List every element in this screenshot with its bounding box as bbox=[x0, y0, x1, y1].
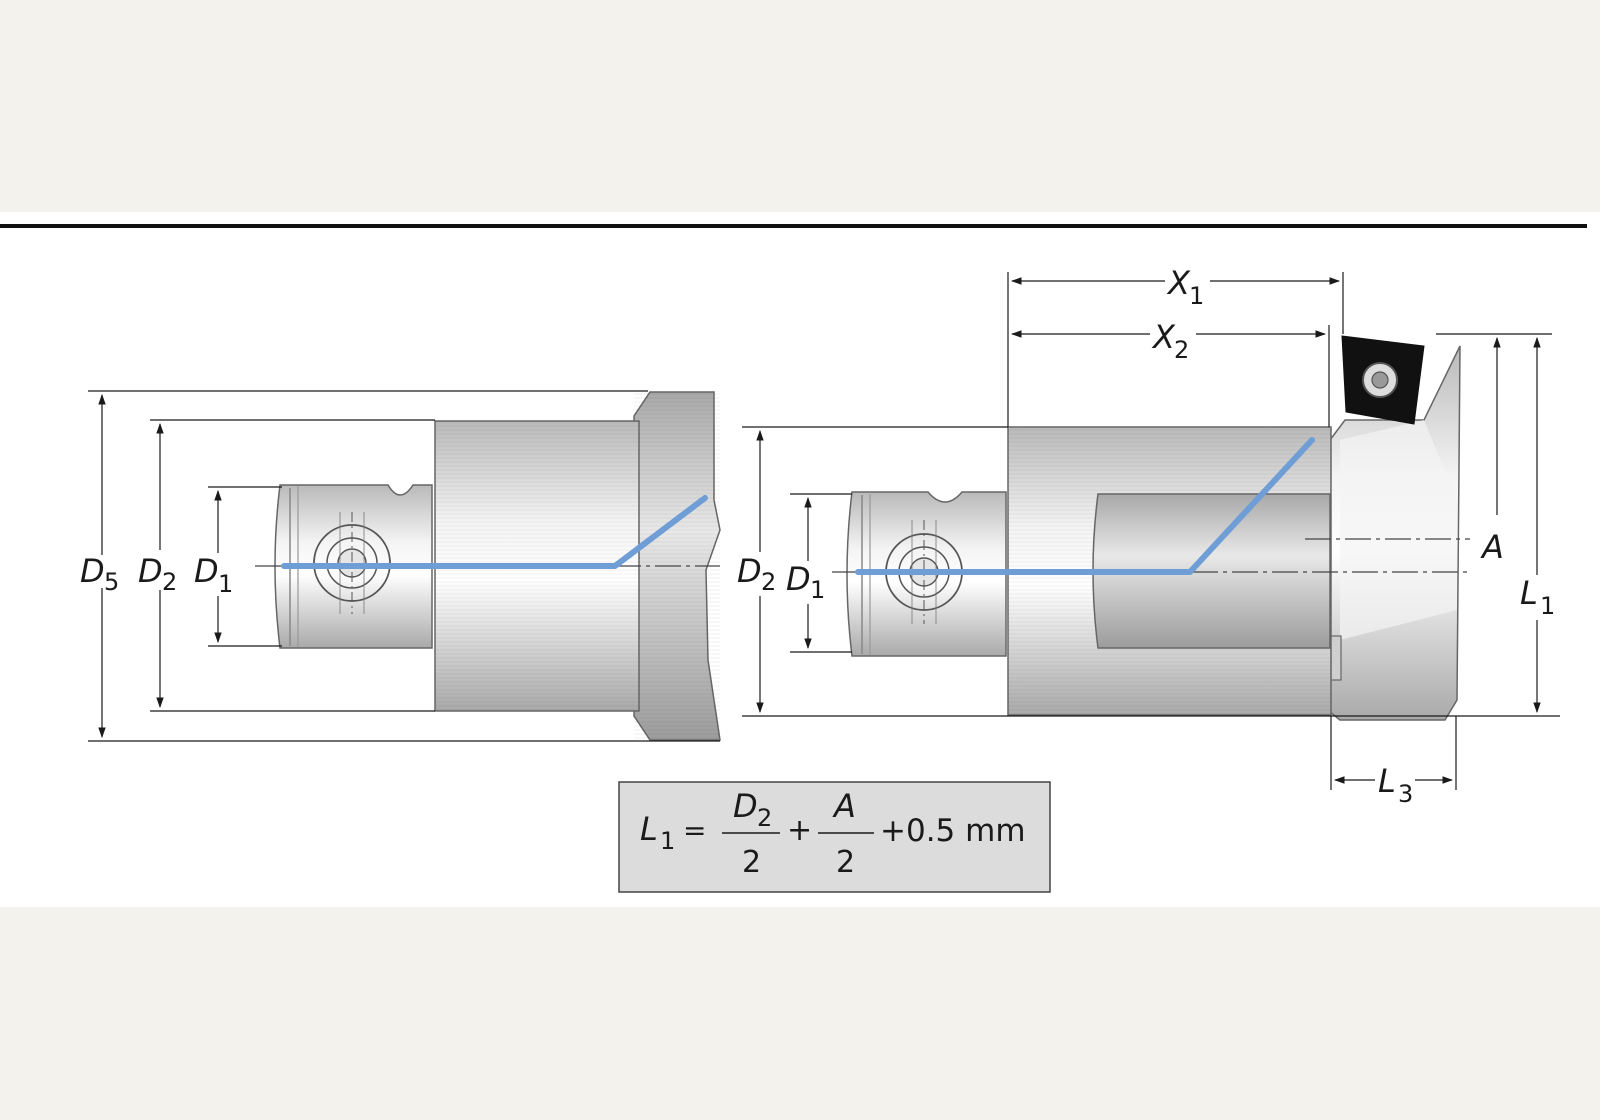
formula-frac1-den: 2 bbox=[742, 845, 761, 880]
svg-text:D: D bbox=[80, 552, 105, 590]
right-dimensions bbox=[742, 272, 1560, 790]
svg-text:1: 1 bbox=[810, 576, 825, 604]
right-tool-body bbox=[832, 335, 1470, 721]
right-label-d1: D 1 bbox=[786, 560, 825, 604]
cutting-insert bbox=[1341, 335, 1425, 425]
svg-text:A: A bbox=[1480, 528, 1504, 566]
right-bore bbox=[1092, 493, 1331, 649]
right-label-d2: D 2 bbox=[737, 552, 776, 596]
svg-text:1: 1 bbox=[660, 827, 675, 855]
svg-text:L: L bbox=[1520, 574, 1538, 612]
formula-lhs: L bbox=[640, 810, 658, 848]
formula-frac2-den: 2 bbox=[836, 845, 855, 880]
svg-text:1: 1 bbox=[218, 570, 233, 598]
svg-text:X: X bbox=[1151, 318, 1176, 356]
svg-text:=: = bbox=[683, 814, 706, 847]
svg-text:D: D bbox=[194, 552, 219, 590]
svg-text:D: D bbox=[786, 560, 811, 598]
left-label-d1: D 1 bbox=[194, 552, 233, 598]
svg-text:D: D bbox=[138, 552, 163, 590]
left-dimensions bbox=[88, 390, 720, 742]
svg-text:2: 2 bbox=[162, 568, 177, 596]
svg-text:5: 5 bbox=[104, 568, 119, 596]
formula-box: L 1 = D 2 2 + A 2 +0.5 mm bbox=[618, 781, 1051, 893]
right-label-a: A bbox=[1480, 528, 1504, 566]
right-label-l3: L 3 bbox=[1378, 762, 1413, 808]
svg-text:2: 2 bbox=[757, 804, 772, 832]
formula-frac2-num: A bbox=[832, 787, 856, 825]
svg-text:D: D bbox=[737, 552, 762, 590]
left-coolant-line bbox=[281, 495, 708, 569]
svg-text:1: 1 bbox=[1540, 592, 1555, 620]
svg-text:L: L bbox=[1378, 762, 1396, 800]
left-tool-body bbox=[255, 391, 721, 741]
svg-text:X: X bbox=[1166, 264, 1191, 302]
left-label-d2: D 2 bbox=[138, 552, 177, 596]
svg-text:+: + bbox=[787, 813, 812, 848]
formula-tail: +0.5 mm bbox=[880, 813, 1026, 849]
svg-text:2: 2 bbox=[1174, 336, 1189, 364]
right-label-x2: X 2 bbox=[1151, 318, 1189, 364]
right-label-x1: X 1 bbox=[1166, 264, 1204, 310]
right-coolant-line bbox=[855, 437, 1315, 575]
svg-text:2: 2 bbox=[761, 568, 776, 596]
left-label-d5: D 5 bbox=[80, 552, 119, 596]
right-label-l1: L 1 bbox=[1520, 574, 1555, 620]
svg-text:3: 3 bbox=[1398, 780, 1413, 808]
svg-text:1: 1 bbox=[1189, 282, 1204, 310]
formula-frac1-num: D bbox=[733, 787, 758, 825]
